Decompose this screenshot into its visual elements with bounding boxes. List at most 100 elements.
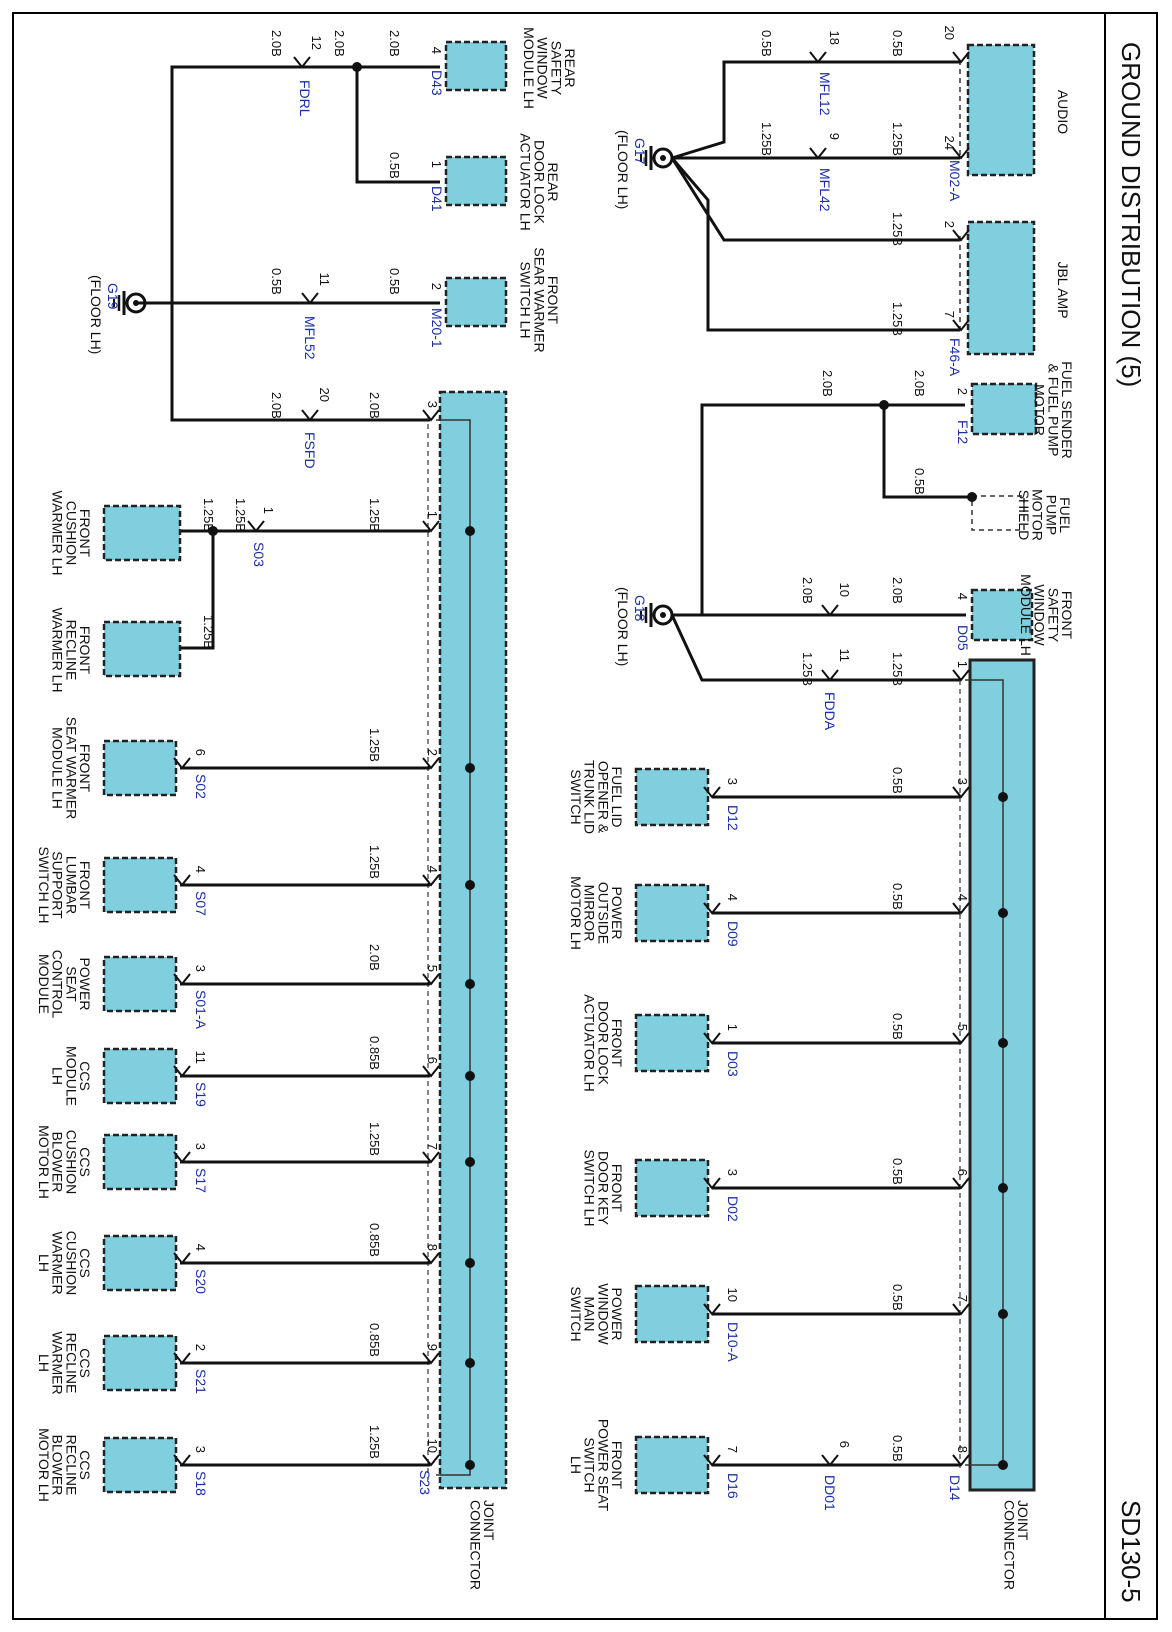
- terminal-chevron: [952, 147, 970, 160]
- wire-size: 0.5B: [890, 767, 905, 794]
- connector-id: S20: [193, 1269, 209, 1294]
- module-label-line: WINDOW: [1032, 584, 1048, 646]
- module-label: FRONTSEAT WARMERMODULE LH: [50, 717, 93, 819]
- pin-number: 10: [725, 1288, 740, 1302]
- module-label-line: SEAR WARMER: [531, 247, 547, 352]
- inline-connector-chevron: [821, 1454, 839, 1467]
- splice-dot: [465, 763, 475, 773]
- module-11: [102, 1334, 178, 1392]
- pin-number: 4: [429, 47, 444, 54]
- pin-number: 12: [309, 36, 324, 50]
- module-label: POWEROUTSIDEMIRRORMOTOR LH: [568, 876, 625, 950]
- module-label-line: FUEL SENDER: [1059, 361, 1075, 459]
- terminal-chevron: [422, 1151, 440, 1164]
- wire-size: 0.5B: [759, 30, 774, 57]
- module-front-recline-warmer: [102, 620, 182, 678]
- inline-connector-chevron: [821, 669, 839, 682]
- module-label: CCSCUSHIONBLOWERMOTOR LH: [36, 1125, 93, 1199]
- pin-number: 11: [837, 649, 852, 663]
- splice-dot: [465, 1157, 475, 1167]
- wire: [180, 531, 215, 650]
- pin-number: 2: [942, 221, 957, 228]
- pin-number: 4: [955, 894, 970, 901]
- connector-id: MFL52: [302, 316, 318, 360]
- pin-number: 3: [193, 1143, 208, 1150]
- module-label-line: MOTOR: [1030, 489, 1046, 541]
- module-label-line: SEAT WARMER: [63, 717, 79, 819]
- splice-dot: [998, 1038, 1008, 1048]
- connector-id: S17: [193, 1168, 209, 1193]
- module-label-line: SWITCH: [568, 1286, 584, 1341]
- module-label-line: MOTOR LH: [36, 1428, 52, 1502]
- module-label-line: OPENER &: [595, 761, 611, 834]
- joint-connector-upper: [968, 658, 1036, 1492]
- module-jbl-amp: [966, 220, 1036, 356]
- pin-number: 6: [955, 1169, 970, 1176]
- module-label-line: FUEL LID: [609, 767, 625, 828]
- wire-size: 2.0B: [820, 370, 835, 397]
- joint-connector-label: JOINTCONNECTOR: [1001, 1500, 1031, 1590]
- wire-size: 1.25B: [367, 498, 382, 532]
- pin-number: 4: [425, 866, 440, 873]
- inline-connector-chevron: [821, 604, 839, 617]
- module-label: FRONTDOOR KEYSWITCH LH: [582, 1150, 625, 1227]
- module-rear-door-lock: [444, 155, 508, 207]
- module-label-line: CCS: [77, 1061, 93, 1091]
- joint-connector-label-line: CONNECTOR: [1001, 1500, 1017, 1590]
- ground-id: G17: [632, 138, 648, 165]
- wire-size: 2.0B: [269, 30, 284, 57]
- terminal-chevron: [952, 669, 970, 682]
- wire-size: 0.5B: [890, 1013, 905, 1040]
- module-label: CCSRECLINEBLOWERMOTOR LH: [36, 1428, 93, 1502]
- wire: [882, 405, 972, 499]
- splice-dot: [465, 526, 475, 536]
- connector-id: S19: [193, 1082, 209, 1107]
- module-label-line: CCS: [77, 1147, 93, 1177]
- splice-dot: [998, 1183, 1008, 1193]
- wire-size: 1.25B: [890, 302, 905, 336]
- module-label-line: MODULE: [36, 954, 52, 1014]
- module-label-line: REAR: [562, 49, 578, 88]
- connector-id: D12: [725, 805, 741, 831]
- splice-dot: [465, 979, 475, 989]
- terminal-chevron: [703, 1303, 721, 1316]
- pin-number: 1: [425, 511, 440, 518]
- wire: [700, 403, 965, 615]
- module-front-cushion-warmer: [102, 504, 182, 562]
- module-label-line: WARMER: [50, 1231, 66, 1294]
- module-label: CCSMODULELH: [50, 1046, 93, 1106]
- terminal-chevron: [173, 1352, 191, 1365]
- connector-id: FSFD: [302, 432, 318, 469]
- module-label-line: MOTOR: [1032, 384, 1048, 436]
- module-label-line: POWER: [609, 887, 625, 940]
- module-label: FRONTDOOR LOCKACTUATOR LH: [582, 994, 625, 1092]
- pin-number: 24: [942, 136, 957, 150]
- module-label: CCSRECLINEWARMERLH: [36, 1331, 93, 1394]
- module-label-line: CUSHION: [63, 1130, 79, 1195]
- terminal-chevron: [952, 1454, 970, 1467]
- terminal-chevron: [422, 874, 440, 887]
- module-label-line: CCS: [77, 1348, 93, 1378]
- ground-ring-icon: [125, 292, 147, 314]
- module-9: [634, 1284, 710, 1344]
- pin-number: 3: [725, 778, 740, 785]
- wire-size: 1.25B: [201, 498, 216, 532]
- module-label: FRONTSAFETYWINDOWMODULE LH: [1018, 574, 1075, 656]
- wire-size: 0.5B: [890, 1158, 905, 1185]
- ground-location: (FLOOR LH): [615, 130, 631, 209]
- module-label-line: SWITCH LH: [518, 262, 534, 339]
- pin-number: 2: [955, 388, 970, 395]
- inline-connector-chevron: [809, 51, 827, 64]
- wire: [670, 157, 960, 242]
- module-label-line: ACTUATOR LH: [582, 994, 598, 1092]
- wire: [671, 60, 960, 160]
- pin-number: 9: [827, 133, 842, 140]
- pin-number: 8: [425, 1244, 440, 1251]
- pin-number: 7: [955, 1295, 970, 1302]
- terminal-chevron: [422, 757, 440, 770]
- wire-size: 1.25B: [759, 122, 774, 156]
- connector-id: S03: [251, 542, 267, 567]
- module-label-line: FRONT: [77, 509, 93, 558]
- inline-connector-chevron: [247, 520, 265, 533]
- terminal-chevron: [422, 973, 440, 986]
